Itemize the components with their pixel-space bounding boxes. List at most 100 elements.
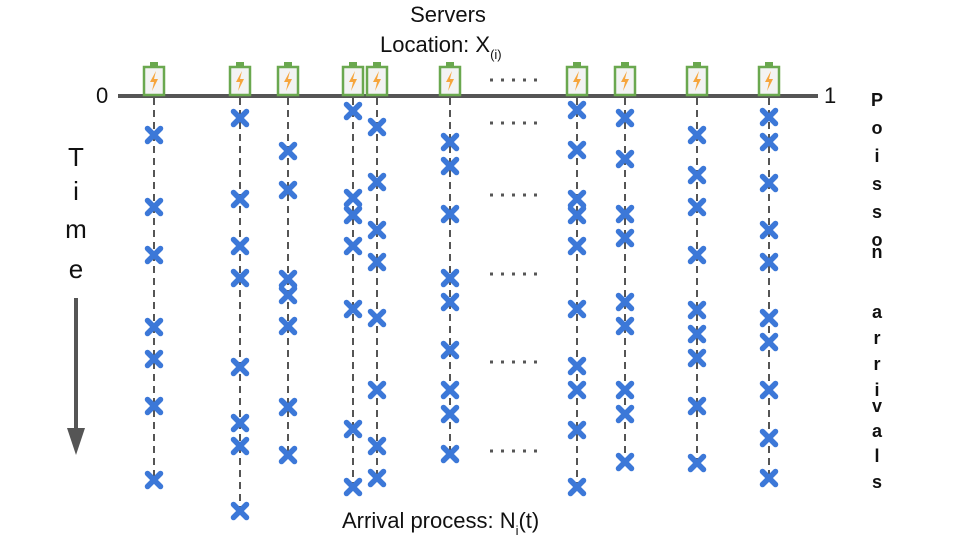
poisson-letter: r — [873, 354, 880, 374]
battery-bolt-icon — [438, 62, 462, 97]
x-cross-icon — [687, 453, 707, 473]
x-cross-icon — [567, 420, 587, 440]
x-cross-icon — [615, 149, 635, 169]
x-cross-icon — [615, 380, 635, 400]
x-cross-icon — [367, 172, 387, 192]
x-cross-icon — [343, 419, 363, 439]
x-cross-icon — [230, 501, 250, 521]
x-cross-icon — [367, 436, 387, 456]
x-cross-icon — [440, 404, 460, 424]
x-cross-icon — [687, 197, 707, 217]
x-cross-icon — [278, 397, 298, 417]
x-cross-icon — [567, 477, 587, 497]
poisson-letter: a — [872, 302, 883, 322]
x-cross-icon — [567, 380, 587, 400]
poisson-letter: o — [872, 230, 883, 250]
servers-title: Servers — [410, 2, 486, 27]
time-letter: T — [68, 142, 84, 172]
x-cross-icon — [230, 436, 250, 456]
location-label: Location: X(i) — [380, 32, 502, 62]
x-cross-icon — [343, 205, 363, 225]
ellipsis-row — [490, 121, 537, 125]
x-cross-icon — [687, 300, 707, 320]
x-cross-icon — [230, 413, 250, 433]
poisson-letter: i — [874, 146, 879, 166]
x-cross-icon — [440, 132, 460, 152]
x-cross-icon — [567, 189, 587, 209]
arrival-markers — [144, 100, 779, 521]
x-cross-icon — [367, 252, 387, 272]
axis-end-label: 1 — [824, 83, 836, 108]
x-cross-icon — [615, 404, 635, 424]
x-cross-icon — [440, 156, 460, 176]
x-cross-icon — [367, 117, 387, 137]
poisson-letter: n — [872, 242, 883, 262]
x-cross-icon — [367, 220, 387, 240]
x-cross-icon — [230, 108, 250, 128]
ellipsis-dots — [490, 78, 537, 453]
x-cross-icon — [759, 220, 779, 240]
x-cross-icon — [687, 125, 707, 145]
x-cross-icon — [440, 292, 460, 312]
poisson-letter: v — [872, 396, 882, 416]
x-cross-icon — [278, 316, 298, 336]
server-row — [142, 62, 781, 97]
time-letter: e — [69, 254, 83, 284]
x-cross-icon — [687, 245, 707, 265]
ellipsis-row — [490, 78, 537, 82]
poisson-letter: i — [874, 380, 879, 400]
battery-bolt-icon — [341, 62, 365, 97]
time-letter: i — [73, 176, 79, 206]
x-cross-icon — [687, 348, 707, 368]
x-cross-icon — [440, 268, 460, 288]
x-cross-icon — [615, 228, 635, 248]
poisson-letter: a — [872, 421, 883, 441]
x-cross-icon — [567, 299, 587, 319]
location-subscript: (i) — [490, 47, 502, 62]
x-cross-icon — [759, 308, 779, 328]
x-cross-icon — [687, 396, 707, 416]
x-cross-icon — [343, 236, 363, 256]
x-cross-icon — [567, 140, 587, 160]
battery-bolt-icon — [142, 62, 166, 97]
x-cross-icon — [278, 285, 298, 305]
arrival-prefix: Arrival process: N — [342, 508, 516, 533]
arrival-subscript: i — [516, 523, 519, 538]
x-cross-icon — [687, 165, 707, 185]
battery-bolt-icon — [228, 62, 252, 97]
x-cross-icon — [440, 204, 460, 224]
x-cross-icon — [440, 444, 460, 464]
ellipsis-row — [490, 360, 537, 364]
battery-bolt-icon — [685, 62, 709, 97]
x-cross-icon — [230, 357, 250, 377]
x-cross-icon — [759, 132, 779, 152]
x-cross-icon — [567, 236, 587, 256]
battery-bolt-icon — [365, 62, 389, 97]
x-cross-icon — [144, 317, 164, 337]
x-cross-icon — [367, 468, 387, 488]
x-cross-icon — [367, 380, 387, 400]
x-cross-icon — [343, 101, 363, 121]
x-cross-icon — [144, 470, 164, 490]
x-cross-icon — [278, 141, 298, 161]
arrival-suffix: (t) — [518, 508, 539, 533]
x-cross-icon — [759, 332, 779, 352]
x-cross-icon — [144, 125, 164, 145]
axis-start-label: 0 — [96, 83, 108, 108]
arrow-down-icon — [67, 298, 85, 455]
location-prefix: Location: X — [380, 32, 490, 57]
x-cross-icon — [230, 189, 250, 209]
x-cross-icon — [230, 268, 250, 288]
x-cross-icon — [615, 292, 635, 312]
x-cross-icon — [567, 205, 587, 225]
x-cross-icon — [230, 236, 250, 256]
x-cross-icon — [615, 452, 635, 472]
x-cross-icon — [144, 396, 164, 416]
x-cross-icon — [278, 269, 298, 289]
poisson-letter: P — [871, 90, 883, 110]
x-cross-icon — [615, 204, 635, 224]
x-cross-icon — [343, 188, 363, 208]
poisson-letter: s — [872, 472, 882, 492]
